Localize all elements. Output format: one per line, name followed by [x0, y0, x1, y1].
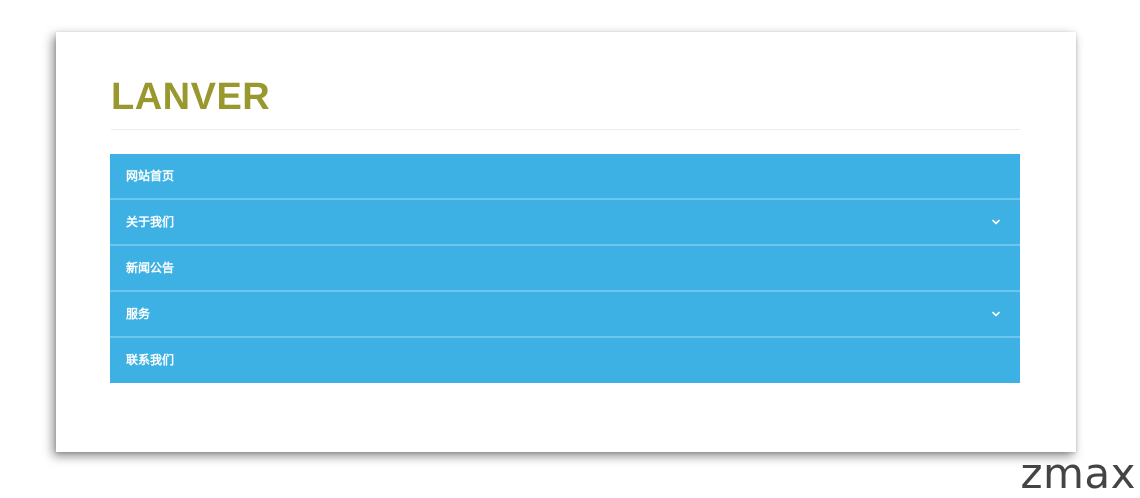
site-card: LANVER 网站首页 关于我们 新闻公告 服务 联系我	[56, 32, 1076, 452]
nav-item-label: 服务	[126, 307, 151, 321]
nav-item-label: 新闻公告	[126, 261, 175, 275]
site-logo[interactable]: LANVER	[111, 76, 271, 118]
chevron-down-icon[interactable]	[990, 308, 1002, 320]
nav-item-news[interactable]: 新闻公告	[110, 246, 1020, 292]
chevron-down-icon[interactable]	[990, 216, 1002, 228]
nav-item-contact[interactable]: 联系我们	[110, 338, 1020, 383]
watermark-text: zmax	[1020, 449, 1136, 498]
nav-item-services[interactable]: 服务	[110, 292, 1020, 338]
main-nav: 网站首页 关于我们 新闻公告 服务 联系我们	[110, 154, 1020, 383]
nav-item-label: 联系我们	[126, 353, 175, 367]
nav-item-label: 网站首页	[126, 169, 175, 183]
nav-item-label: 关于我们	[126, 215, 175, 229]
header-divider	[111, 129, 1020, 130]
nav-item-about[interactable]: 关于我们	[110, 200, 1020, 246]
nav-item-home[interactable]: 网站首页	[110, 154, 1020, 200]
